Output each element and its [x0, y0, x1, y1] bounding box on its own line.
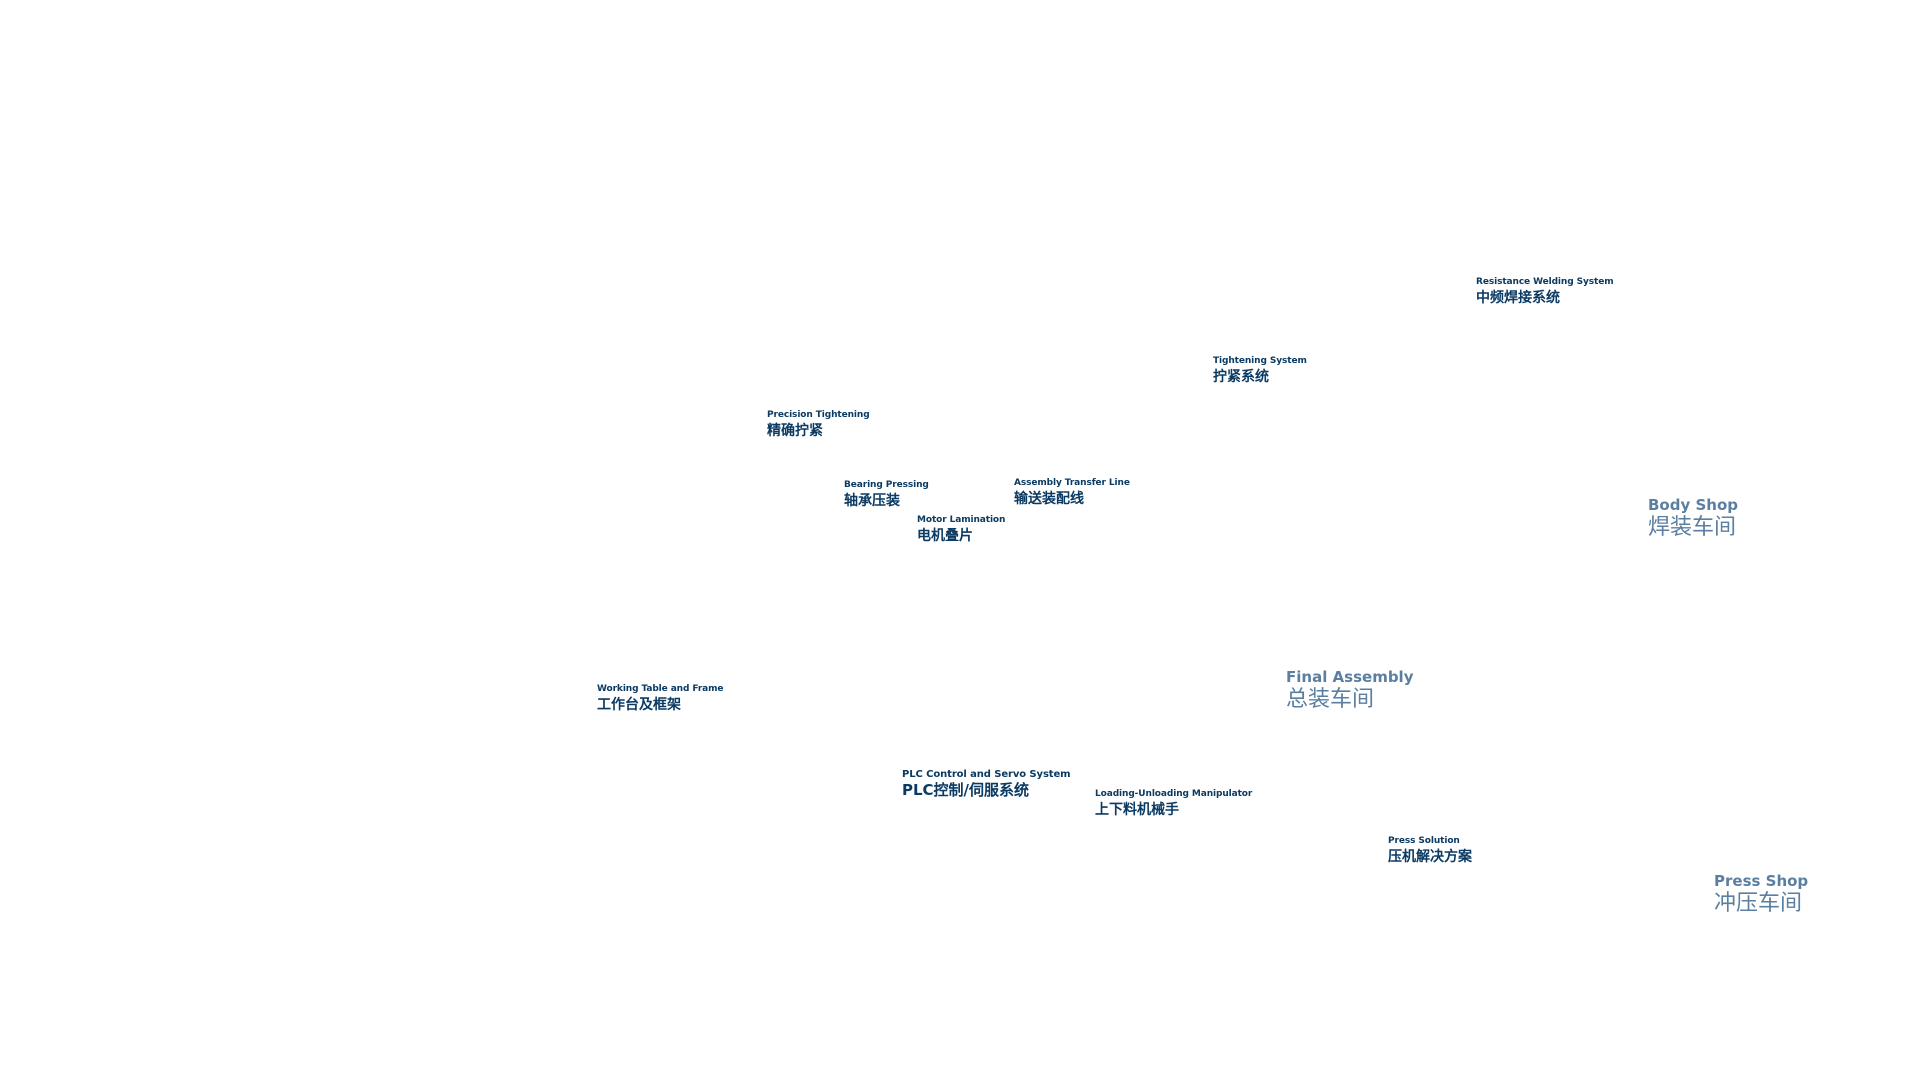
hotspot-label-en: Bearing Pressing	[844, 480, 929, 490]
area-label-cn: 焊装车间	[1648, 515, 1737, 540]
hotspot-label-en: Working Table and Frame	[597, 684, 724, 694]
area-label-en: Final Assembly	[1286, 668, 1414, 686]
hotspot-label-cn: 轴承压装	[844, 493, 900, 509]
hotspot-label-cn: 电机叠片	[917, 528, 973, 544]
hotspot-loading-unloading-manipulator[interactable]: Loading-Unloading Manipulator 上下料机械手	[1095, 788, 1252, 819]
hotspot-label-cn: 工作台及框架	[597, 697, 681, 713]
area-press-shop[interactable]: Press Shop 冲压车间	[1714, 871, 1808, 917]
hotspot-label-en: Assembly Transfer Line	[1014, 478, 1130, 488]
hotspot-label-cn: 压机解决方案	[1388, 849, 1472, 865]
hotspot-plc-control-servo-system[interactable]: PLC Control and Servo System PLC控制/伺服系统	[902, 768, 1071, 799]
hotspot-label-en: Resistance Welding System	[1476, 277, 1614, 287]
hotspot-working-table-and-frame[interactable]: Working Table and Frame 工作台及框架	[597, 683, 724, 714]
hotspot-label-cn: 拧紧系统	[1213, 369, 1269, 385]
area-label-cn: 总装车间	[1286, 687, 1375, 712]
hotspot-precision-tightening[interactable]: Precision Tightening 精确拧紧	[767, 409, 870, 440]
area-label-en: Press Shop	[1714, 872, 1809, 890]
hotspot-label-en: Loading-Unloading Manipulator	[1095, 789, 1253, 799]
hotspot-label-en: Precision Tightening	[767, 410, 870, 420]
hotspot-resistance-welding-system[interactable]: Resistance Welding System 中频焊接系统	[1476, 276, 1614, 307]
hotspot-label-cn: 精确拧紧	[767, 423, 823, 439]
hotspot-motor-lamination[interactable]: Motor Lamination 电机叠片	[917, 514, 1005, 545]
hotspot-label-en: Motor Lamination	[917, 515, 1006, 525]
area-label-en: Body Shop	[1648, 496, 1738, 514]
area-label-cn: 冲压车间	[1714, 891, 1803, 916]
area-final-assembly[interactable]: Final Assembly 总装车间	[1286, 667, 1413, 713]
hotspot-label-cn: 中频焊接系统	[1476, 290, 1560, 306]
hotspot-label-en: Tightening System	[1213, 356, 1307, 366]
hotspot-bearing-pressing[interactable]: Bearing Pressing 轴承压装	[844, 479, 929, 510]
hotspot-label-en: Press Solution	[1388, 836, 1460, 846]
hotspot-label-cn: 输送装配线	[1014, 491, 1084, 507]
area-body-shop[interactable]: Body Shop 焊装车间	[1648, 495, 1738, 541]
hotspot-assembly-transfer-line[interactable]: Assembly Transfer Line 输送装配线	[1014, 477, 1130, 508]
hotspot-label-cn: PLC控制/伺服系统	[902, 781, 1030, 799]
hotspot-label-cn: 上下料机械手	[1095, 802, 1179, 818]
hotspot-tightening-system[interactable]: Tightening System 拧紧系统	[1213, 355, 1307, 386]
hotspot-label-en: PLC Control and Servo System	[902, 769, 1071, 780]
hotspot-press-solution[interactable]: Press Solution 压机解决方案	[1388, 835, 1472, 866]
